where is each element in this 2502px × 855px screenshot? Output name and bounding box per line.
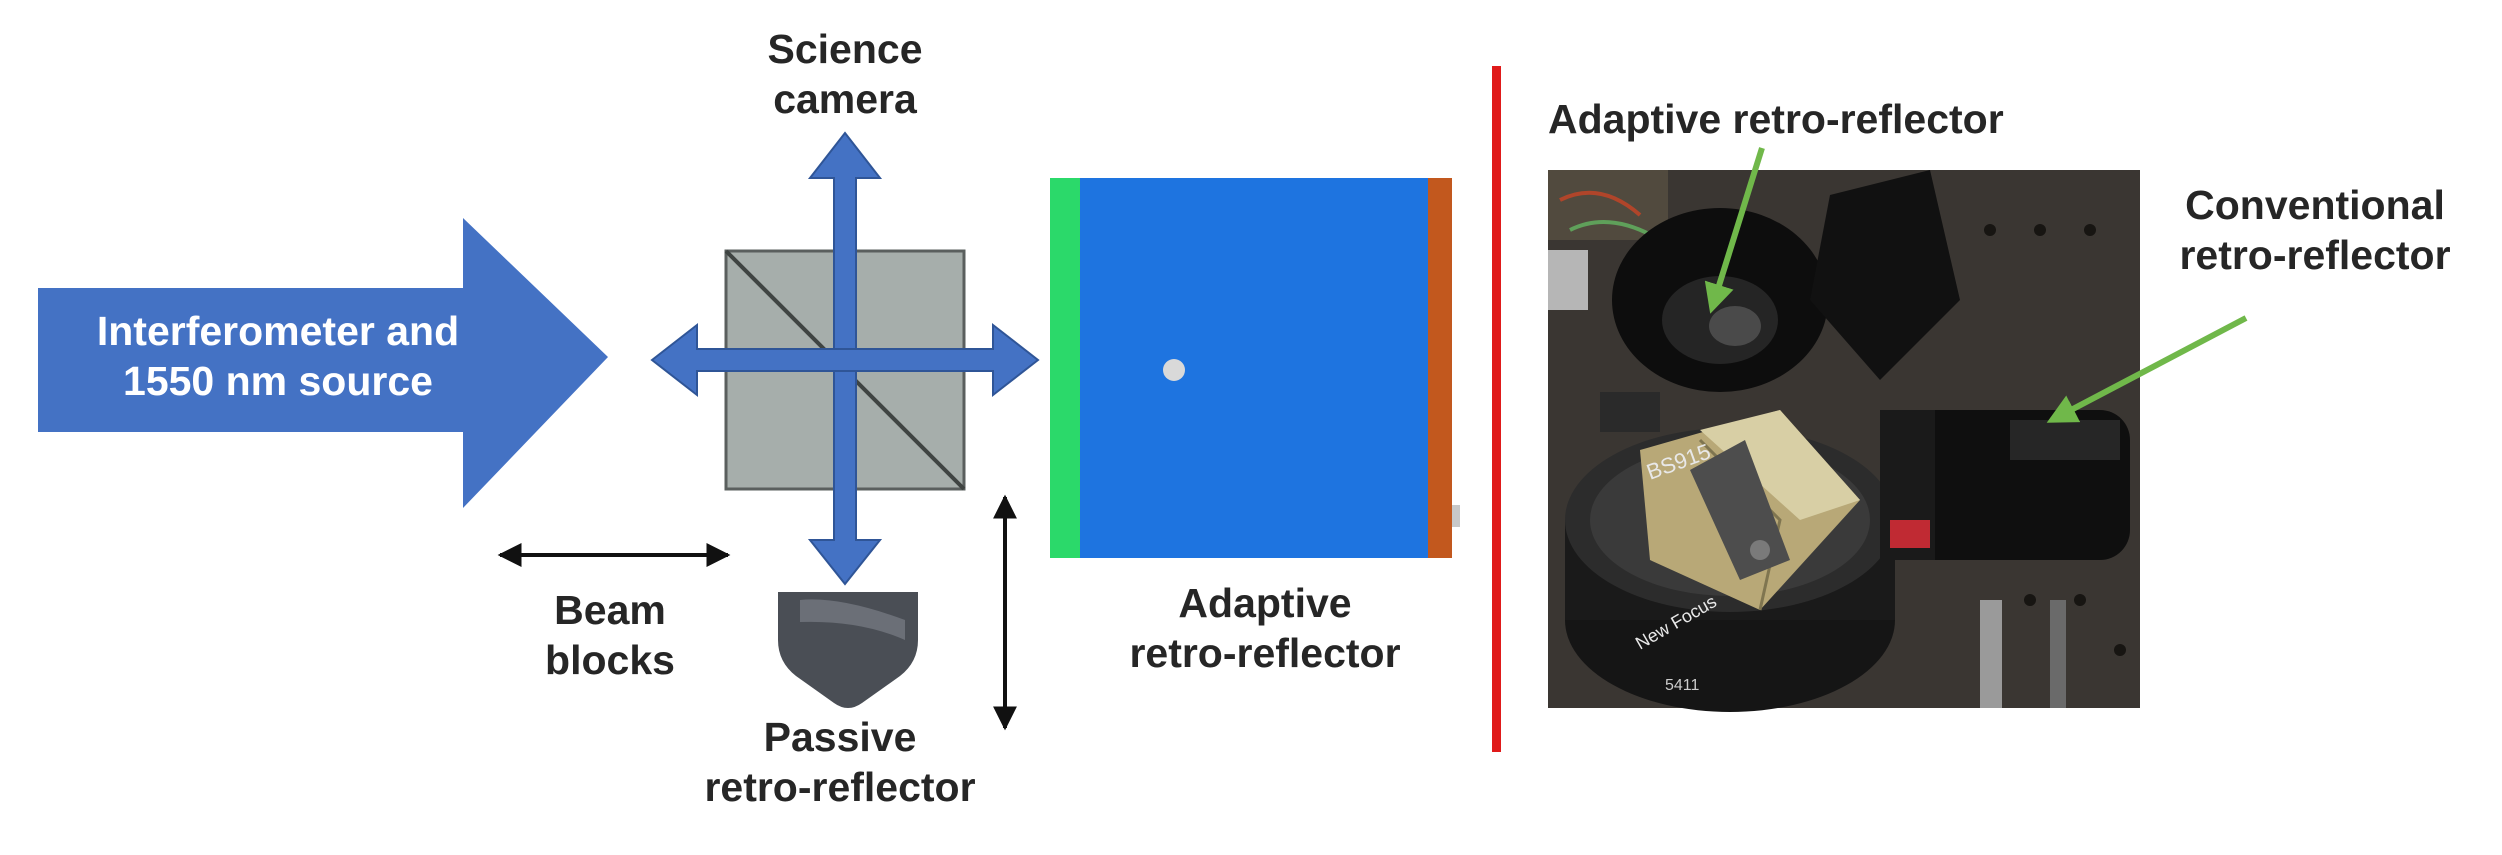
conventional-pointer-arrow <box>2046 315 2248 423</box>
beam-label-line1: Beam <box>554 587 666 633</box>
science-camera-label: Science camera <box>720 24 970 124</box>
source-arrow <box>38 218 608 508</box>
source-label-line2: 1550 nm source <box>123 358 433 404</box>
serial-text: 5411 <box>1665 677 1700 694</box>
photo-conventional-label: Conventional retro-reflector <box>2140 180 2490 280</box>
adaptive-retro-reflector-label: Adaptive retro-reflector <box>1080 578 1450 678</box>
lab-photo: BS915 New Focus 5411 <box>1548 170 2140 712</box>
photo-adaptive-text: Adaptive retro-reflector <box>1548 96 2004 142</box>
photo-adaptive-label: Adaptive retro-reflector <box>1548 94 2088 144</box>
passive-retro-reflector-label: Passive retro-reflector <box>660 712 1020 812</box>
adaptive-label-line2: retro-reflector <box>1129 630 1401 676</box>
beam-horizontal-arrow <box>650 322 1040 398</box>
source-label: Interferometer and 1550 nm source <box>68 306 488 406</box>
panel-divider <box>1492 66 1501 752</box>
reflector-highlight <box>800 599 905 640</box>
photo-conventional-line1: Conventional <box>2185 182 2445 228</box>
science-label-line2: camera <box>773 76 917 122</box>
photo-conventional-line2: retro-reflector <box>2179 232 2451 278</box>
passive-label-line1: Passive <box>763 714 917 760</box>
adaptive-label-line1: Adaptive <box>1178 580 1352 626</box>
beam-blocks-label: Beam blocks <box>490 585 730 685</box>
passive-label-line2: retro-reflector <box>704 764 976 810</box>
adaptive-pointer-arrow <box>1704 147 1765 314</box>
science-label-line1: Science <box>767 26 923 72</box>
source-label-line1: Interferometer and <box>96 308 460 354</box>
adaptive-retro-reflector-device <box>1050 178 1460 558</box>
beam-label-line2: blocks <box>545 637 675 683</box>
